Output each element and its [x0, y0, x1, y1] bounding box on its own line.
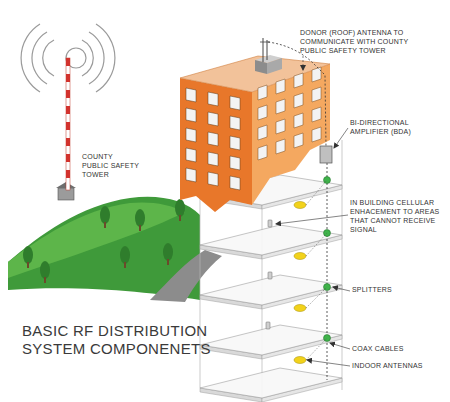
window — [208, 172, 218, 186]
window — [186, 108, 196, 122]
window — [312, 87, 321, 102]
phone — [266, 322, 270, 329]
window — [208, 112, 218, 126]
radio-waves — [21, 24, 115, 92]
coax-branch — [306, 287, 327, 308]
window — [312, 67, 321, 82]
callout-label: IN BUILDING CELLULAR ENHACEMENT TO AREAS… — [350, 198, 444, 234]
window — [294, 93, 303, 108]
trees — [23, 199, 185, 283]
window — [230, 116, 240, 130]
window — [258, 145, 267, 160]
window — [230, 176, 240, 190]
coax-branch — [306, 180, 327, 205]
floor-slab — [200, 368, 342, 398]
window — [276, 119, 285, 134]
indoor-antenna — [294, 305, 306, 312]
window — [186, 128, 196, 142]
coax-branch — [306, 233, 327, 256]
window — [186, 148, 196, 162]
tower — [56, 58, 76, 200]
floor-slab — [200, 275, 342, 305]
leader-lines — [276, 56, 350, 366]
window — [258, 105, 267, 120]
wall-edge — [342, 140, 343, 390]
coax-cable — [268, 42, 327, 380]
floor-slab — [200, 225, 342, 255]
callout-label: COUNTY PUBLIC SAFETY TOWER — [82, 152, 140, 179]
floor-slab — [200, 325, 342, 355]
window — [276, 79, 285, 94]
building — [180, 38, 330, 212]
window — [312, 127, 321, 142]
coax-branch — [306, 338, 327, 360]
diagram-title: BASIC RF DISTRIBUTION SYSTEM COMPONENETS — [22, 322, 227, 358]
window — [294, 73, 303, 88]
callout-label: COAX CABLES — [352, 344, 432, 353]
window — [276, 139, 285, 154]
window — [294, 133, 303, 148]
window — [208, 132, 218, 146]
hill-light — [8, 202, 185, 278]
callout-label: DONOR (ROOF) ANTENNA TO COMMUNICATE WITH… — [300, 28, 422, 55]
window — [276, 99, 285, 114]
bda-box — [320, 146, 332, 163]
window — [312, 107, 321, 122]
callout-label: INDOOR ANTENNAS — [352, 361, 442, 370]
window — [258, 85, 267, 100]
callout-label: SPLITTERS — [352, 285, 432, 294]
callout-label: BI-DIRECTIONAL AMPLIFIER (BDA) — [350, 118, 440, 136]
indoor-antenna — [294, 357, 306, 364]
window — [208, 92, 218, 106]
phone — [268, 220, 272, 227]
window — [186, 168, 196, 182]
phone — [268, 272, 272, 279]
window — [230, 96, 240, 110]
window — [230, 156, 240, 170]
indoor-antenna — [294, 253, 306, 260]
window — [230, 136, 240, 150]
window — [294, 113, 303, 128]
indoor-antenna — [294, 202, 306, 209]
wall-edge — [200, 190, 201, 388]
window — [208, 152, 218, 166]
window — [186, 88, 196, 102]
window — [258, 125, 267, 140]
